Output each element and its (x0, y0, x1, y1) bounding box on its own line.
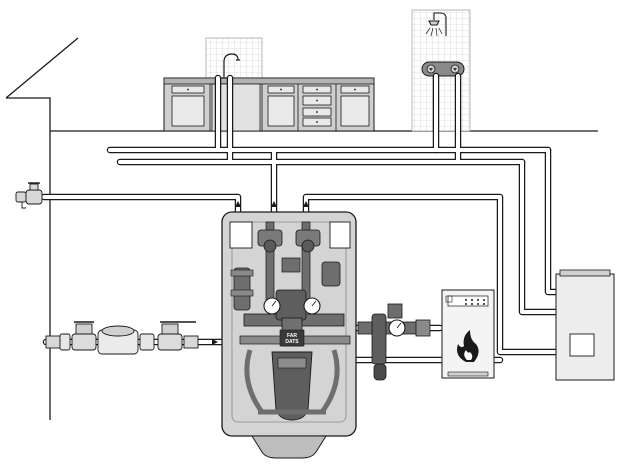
storage-tank-icon (555, 269, 615, 381)
kitchen-backsplash (205, 37, 263, 79)
unit-label-line2: DATS (285, 339, 299, 345)
pressure-reducing-valve (357, 303, 431, 381)
flow-arrow (212, 201, 309, 345)
flame-icon (457, 330, 479, 362)
kitchen-faucet-icon (220, 53, 240, 79)
water-control-unit: FAR DATS (221, 211, 357, 459)
water-meter-icon (45, 321, 199, 355)
shower-mixer-icon (421, 61, 465, 77)
pressure-gauge-icon (263, 297, 321, 315)
unit-label-line1: FAR (287, 333, 297, 339)
shower-head-icon (425, 12, 447, 37)
kitchen-cabinets-icon (163, 77, 375, 132)
outdoor-tap-icon (15, 182, 43, 209)
